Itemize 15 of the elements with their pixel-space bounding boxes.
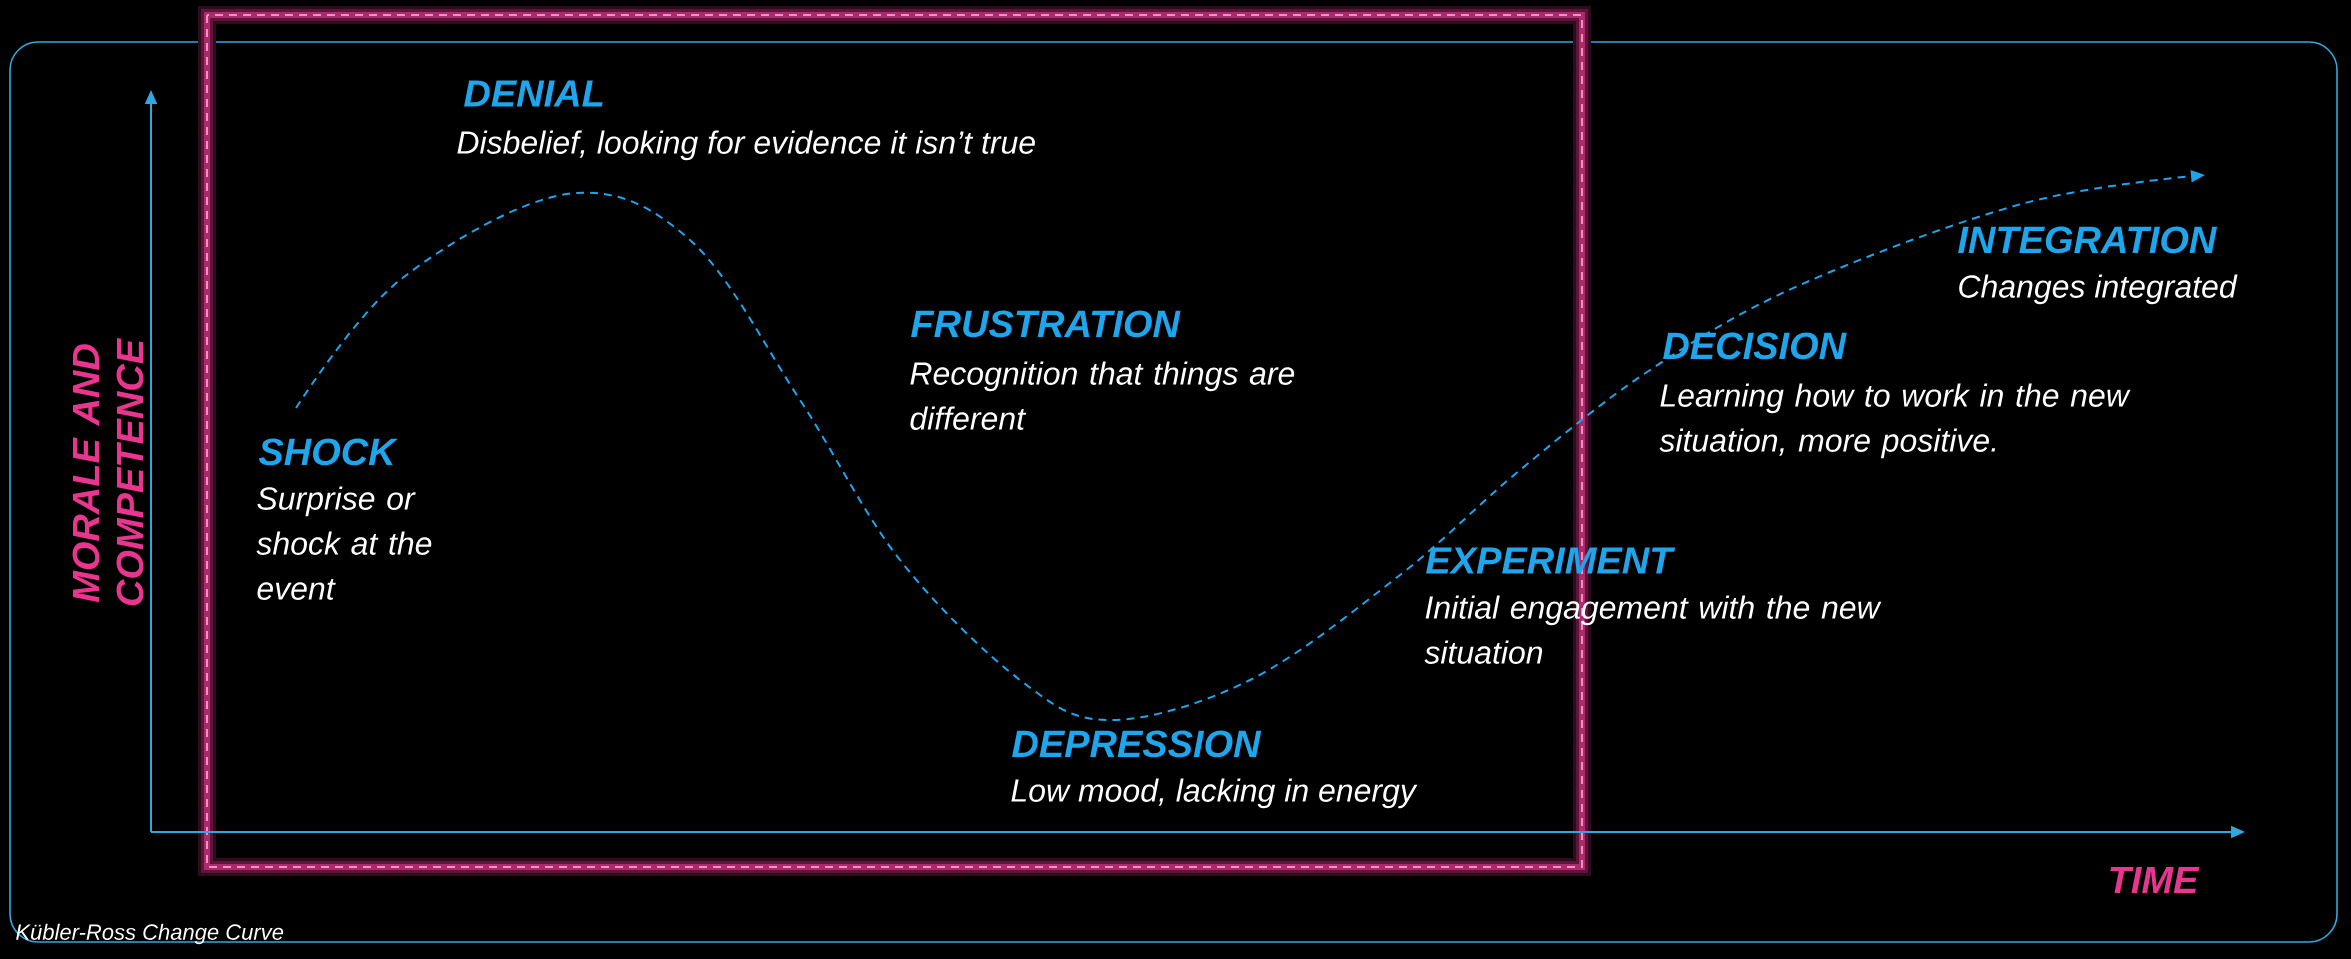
stage-heading: DEPRESSION xyxy=(1012,730,1262,758)
stage-description: Low mood, lacking in energy xyxy=(1011,778,1418,809)
stage-description: Changes integrated xyxy=(1959,274,2238,305)
stage-description: Surprise or shock at the event xyxy=(256,486,432,600)
stage-heading: DENIAL xyxy=(464,80,603,107)
stage-description: Learning how to work in the new situation, more positive. xyxy=(1659,383,2131,459)
stage-heading: SHOCK xyxy=(258,438,398,466)
axis-title: MORALE AND COMPETENCE xyxy=(72,338,144,606)
stage-heading: DECISION xyxy=(1663,332,1847,360)
stage-heading: FRUSTRATION xyxy=(911,310,1181,338)
stage-description: Recognition that things are different xyxy=(910,361,1295,430)
stage-description: Disbelief, looking for evidence it isn’t true xyxy=(457,130,1035,161)
axis-title: TIME xyxy=(2110,866,2200,894)
caption: Kübler-Ross Change Curve xyxy=(16,923,284,945)
stage-heading: INTEGRATION xyxy=(1958,226,2218,254)
